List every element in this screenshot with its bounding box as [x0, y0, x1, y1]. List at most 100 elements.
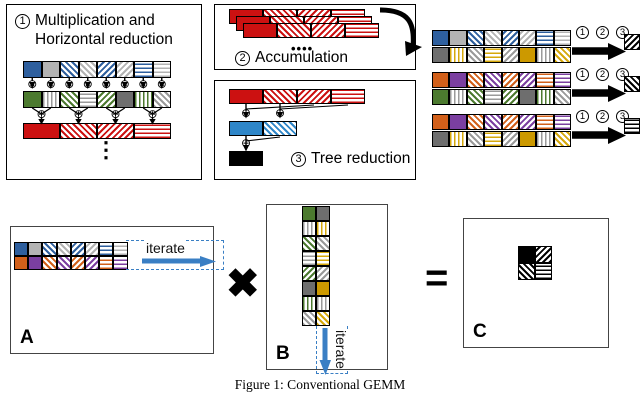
- matrix-a-cell: [42, 242, 57, 256]
- multiply-symbol: ✖: [226, 262, 260, 306]
- pipeline-weight-cell: [484, 131, 502, 147]
- matrix-b-iterate-label: iterate: [333, 330, 349, 369]
- add-operator-icon: ⊕: [73, 107, 84, 121]
- pipeline-weight-cell: [519, 131, 537, 147]
- pipeline-operand-cell: [553, 72, 572, 88]
- tree-level3-cell: [229, 151, 263, 166]
- panel-multiplication-title-line1: Multiplication and: [35, 12, 155, 29]
- pipeline-operand-cell: [432, 30, 450, 46]
- matrix-a-cell: [99, 256, 114, 270]
- pipeline-weight-cell: [484, 89, 502, 105]
- pipeline-output-cell: [624, 76, 640, 92]
- matrix-b-label: B: [276, 343, 290, 364]
- matrix-c-cell: [518, 263, 535, 280]
- pipeline-operand-cell: [449, 72, 467, 88]
- multiply-operator-icon: ⊗: [101, 77, 112, 91]
- pipeline-operand-cell: [501, 114, 519, 130]
- equals-symbol: =: [425, 256, 449, 300]
- matrix-a-cell: [28, 256, 43, 270]
- weight-cell: [23, 91, 42, 108]
- pipeline-operand-cell: [536, 72, 554, 88]
- accumulation-cell: [243, 23, 277, 38]
- matrix-a-cell: [28, 242, 43, 256]
- matrix-c-box: C: [463, 218, 609, 348]
- panel-accumulation: •••• 2 Accumulation: [214, 4, 422, 70]
- matrix-c-cell: [535, 246, 552, 263]
- pipeline-operand-cell: [519, 114, 537, 130]
- operand-cell: [41, 61, 60, 78]
- tree-level2-cell: [263, 121, 297, 136]
- matrix-a-cell: [85, 256, 100, 270]
- tree-level2-cell: [229, 121, 263, 136]
- matrix-a-cell: [113, 242, 128, 256]
- operand-cell: [23, 61, 42, 78]
- matrix-b-cell: [316, 236, 331, 251]
- panel-tree-reduction: ⊕⊕⊕ 3 Tree reduction: [214, 80, 416, 180]
- pipeline-weight-cell: [519, 47, 537, 63]
- multiply-operator-icon: ⊗: [138, 77, 149, 91]
- pipeline-operand-cell: [536, 114, 554, 130]
- pipeline-weight-cell: [432, 89, 450, 105]
- result-cell: [60, 123, 97, 139]
- pipeline-operand-cell: [553, 114, 572, 130]
- pipeline-weight-cell: [449, 47, 467, 63]
- operand-cell: [97, 61, 116, 78]
- pipeline-operand-cell: [466, 30, 485, 46]
- pipeline-operand-cell: [466, 114, 485, 130]
- pipeline-weight-cell: [519, 89, 537, 105]
- panel-multiplication-title-line2: Horizontal reduction: [35, 31, 173, 48]
- step-number-1: 1: [15, 14, 30, 29]
- pipeline-operand-cell: [519, 30, 537, 46]
- multiply-operator-icon: ⊗: [45, 77, 56, 91]
- matrix-b-cell: [316, 281, 331, 296]
- tree-reduction-label: Tree reduction: [311, 150, 411, 167]
- accumulation-ellipsis: ••••: [291, 41, 314, 56]
- matrix-a-iterate-arrow: [142, 256, 216, 267]
- matrix-a-cell: [85, 242, 100, 256]
- operand-cell: [152, 61, 171, 78]
- weight-cell: [152, 91, 171, 108]
- pipeline-weight-cell: [432, 131, 450, 147]
- matrix-b-cell: [302, 296, 317, 311]
- pipeline-operand-cell: [466, 72, 485, 88]
- weight-cell: [134, 91, 153, 108]
- accumulation-cell: [311, 23, 345, 38]
- matrix-c-label: C: [473, 321, 487, 342]
- pipeline-step-number-1: 1: [576, 26, 589, 39]
- weight-cell: [60, 91, 79, 108]
- add-operator-icon: ⊕: [274, 106, 286, 120]
- reduce-arrows: [31, 107, 163, 125]
- accumulation-cell: [277, 23, 311, 38]
- matrix-b-cell: [302, 266, 317, 281]
- accumulation-label: Accumulation: [255, 49, 349, 66]
- pipeline-weight-cell: [484, 47, 502, 63]
- matrix-a-cell: [14, 242, 29, 256]
- pipeline-operand-cell: [432, 114, 450, 130]
- operand-cell: [60, 61, 79, 78]
- pipeline-operand-cell: [501, 72, 519, 88]
- pipeline-weight-cell: [536, 47, 554, 63]
- add-operator-icon: ⊕: [240, 106, 252, 120]
- add-operator-icon: ⊕: [36, 107, 47, 121]
- pipeline-step-number-2: 2: [596, 26, 609, 39]
- matrix-a-iterate-label: iterate: [146, 240, 185, 256]
- matrix-b-cell: [302, 281, 317, 296]
- pipeline-step-number-2: 2: [596, 68, 609, 81]
- matrix-b-cell: [316, 311, 331, 326]
- add-operator-icon: ⊕: [110, 107, 121, 121]
- tree-level1-cell: [331, 89, 365, 104]
- add-operator-icon: ⊕: [240, 136, 252, 150]
- pipeline-operand-cell: [536, 30, 554, 46]
- pipeline-weight-cell: [553, 131, 572, 147]
- vertical-ellipsis: ⋮: [95, 137, 117, 162]
- operand-cell: [115, 61, 134, 78]
- matrix-a-label: A: [20, 327, 34, 348]
- matrix-b-cell: [316, 251, 331, 266]
- pipeline-arrow-2: [572, 85, 626, 102]
- pipeline-output-cell: [624, 118, 640, 134]
- matrix-a-cell: [70, 256, 85, 270]
- pipeline-operand-cell: [501, 30, 519, 46]
- matrix-b-cell: [316, 221, 331, 236]
- pipeline-weight-cell: [466, 131, 485, 147]
